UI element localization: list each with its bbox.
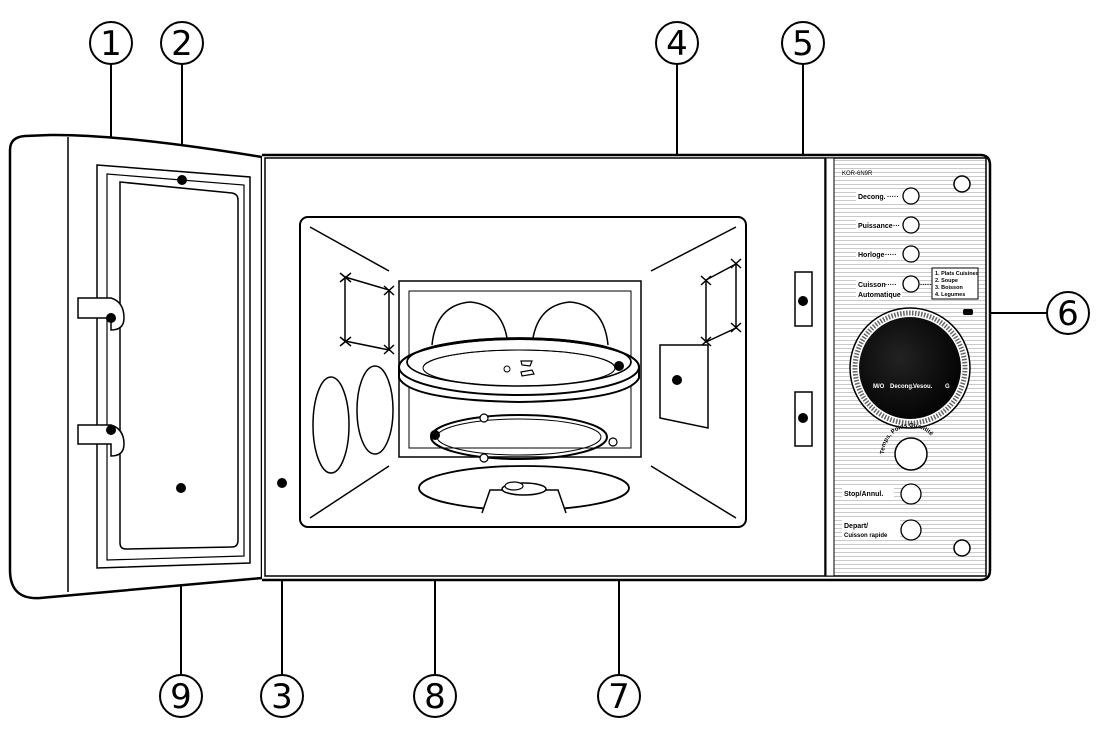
callout-9: 9 — [159, 674, 203, 718]
decong-button[interactable] — [902, 187, 920, 205]
callout-7: 7 — [597, 674, 641, 718]
svg-text:···: ··· — [893, 223, 900, 230]
stop-label: Stop/Annul. — [844, 491, 883, 498]
oven-body — [262, 153, 992, 582]
waveguide-cover — [659, 344, 709, 429]
callout-number: 1 — [100, 24, 122, 64]
callout-2: 2 — [160, 21, 204, 65]
callout-number: 6 — [1057, 294, 1079, 334]
door — [8, 133, 264, 600]
puissance-button[interactable] — [902, 216, 920, 234]
control-panel: KOR-6N9R Decong. ····· Puissance ··· Hor… — [825, 157, 987, 577]
callout-6: 6 — [1046, 291, 1090, 335]
roller-ring — [430, 413, 618, 463]
callout-number: 7 — [608, 677, 630, 717]
auto-menu-2: 2. Soupe — [935, 278, 958, 284]
display-dial — [859, 317, 961, 419]
auto-menu-1: 1. Plats Cuisines — [935, 271, 979, 277]
cuisson-rapide-label: Cuisson rapide — [844, 533, 888, 539]
door-outline — [8, 133, 264, 600]
auto-menu-4: 4. Legumes — [935, 292, 965, 298]
dial-mode-vesou: Vesou. — [913, 384, 933, 390]
dial-mode-decong: Decong. — [890, 384, 914, 390]
decong-label: Decong. — [858, 194, 886, 201]
turntable-tray — [398, 337, 640, 404]
model-label: KOR-6N9R — [842, 171, 873, 177]
callout-8: 8 — [413, 674, 457, 718]
depart-label: Depart/ — [844, 523, 868, 530]
horloge-label: Horloge — [858, 252, 885, 259]
callout-4: 4 — [655, 21, 699, 65]
auto-menu-box — [931, 267, 979, 300]
callout-1: 1 — [89, 21, 133, 65]
svg-text:·····: ····· — [885, 252, 897, 259]
callout-number: 9 — [170, 677, 192, 717]
stop-button[interactable] — [900, 483, 922, 505]
dial-mode-g: G — [945, 384, 950, 390]
puissance-label: Puissance — [858, 223, 893, 230]
callout-number: 4 — [666, 24, 688, 64]
svg-text:·····: ····· — [887, 194, 899, 201]
callout-number: 2 — [171, 24, 193, 64]
svg-text:·····: ····· — [885, 282, 897, 289]
callout-number: 8 — [424, 677, 446, 717]
horloge-button[interactable] — [902, 245, 920, 263]
automatique-label: Automatique — [858, 292, 901, 299]
cavity-back-outer — [299, 216, 747, 528]
dial-mode-mo: M/O — [873, 384, 885, 390]
callout-number: 5 — [792, 24, 814, 64]
callout-number: 3 — [271, 677, 293, 717]
door-window-inner — [119, 181, 239, 550]
dial-indicator — [963, 309, 973, 315]
floor-coupler — [418, 465, 630, 514]
selector-knob[interactable] — [894, 437, 928, 471]
callout-3: 3 — [260, 674, 304, 718]
svg-text:·····: ····· — [920, 282, 932, 289]
start-button[interactable] — [900, 519, 922, 541]
cuisson-label: Cuisson — [858, 282, 886, 289]
callout-dots — [106, 175, 808, 493]
callout-5: 5 — [781, 21, 825, 65]
auto-cook-button[interactable] — [902, 275, 920, 293]
auto-menu-3: 3. Boisson — [935, 285, 963, 291]
cavity-frame — [264, 157, 826, 577]
